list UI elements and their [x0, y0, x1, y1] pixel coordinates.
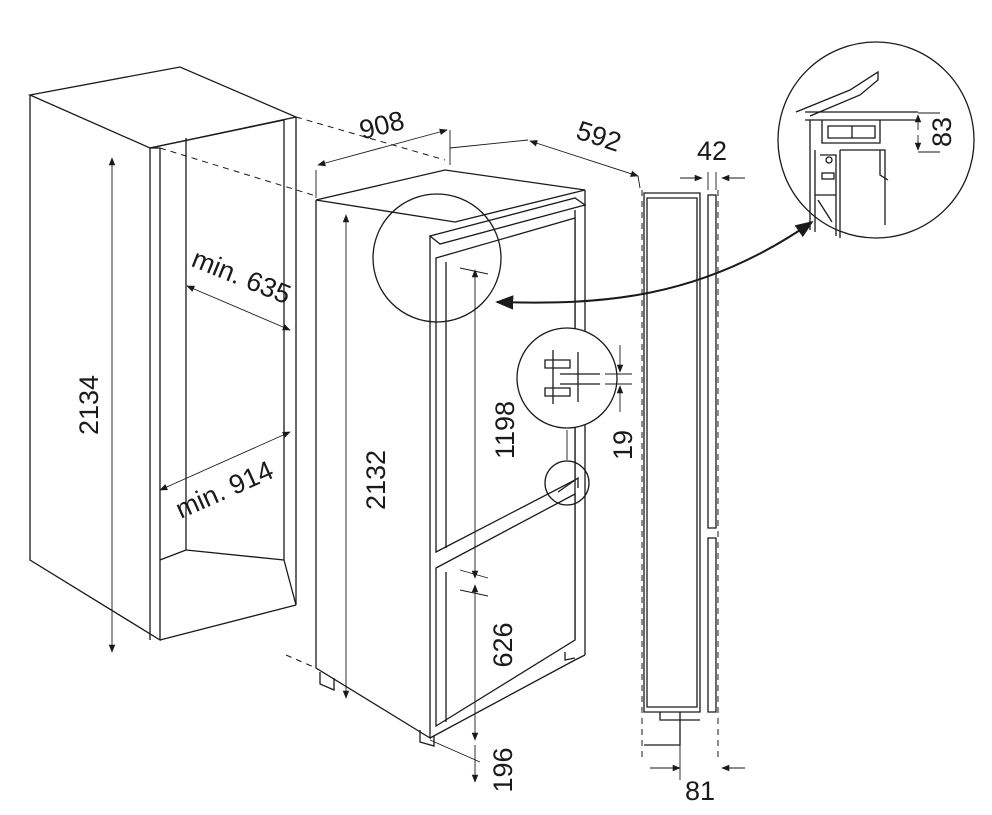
dim-niche-height: 2134	[74, 157, 116, 653]
door-panel-side	[641, 190, 719, 760]
detail-circle-hinge: 19	[516, 327, 638, 506]
dim-upper-door: 1198	[459, 267, 520, 579]
label-81: 81	[685, 776, 715, 806]
dim-niche-depth: min. 635	[186, 243, 295, 331]
label-83: 83	[927, 117, 957, 147]
label-min-914: min. 914	[171, 455, 278, 525]
detail-circle-top	[372, 193, 814, 323]
label-592: 592	[573, 115, 625, 157]
fridge-body	[315, 169, 587, 747]
label-19: 19	[608, 430, 638, 460]
label-42: 42	[697, 136, 727, 166]
dim-bottom-offset: 196	[429, 739, 518, 793]
dim-depth: 592	[449, 115, 641, 189]
detail-magnifier-top: 83	[777, 41, 975, 239]
label-196: 196	[488, 747, 518, 792]
niche-cabinet	[27, 66, 299, 642]
label-1198: 1198	[490, 401, 520, 459]
label-626: 626	[488, 622, 518, 667]
dim-lower-door: 626	[459, 584, 518, 741]
dim-bottom-side: 81	[650, 745, 745, 806]
label-min-635: min. 635	[188, 243, 295, 310]
dim-panel-thickness: 42	[680, 136, 745, 190]
label-2132: 2132	[361, 450, 391, 510]
label-2134: 2134	[74, 375, 104, 435]
label-908: 908	[356, 105, 407, 145]
dim-appliance-height: 2132	[342, 214, 391, 699]
dim-niche-width: min. 914	[159, 431, 291, 525]
